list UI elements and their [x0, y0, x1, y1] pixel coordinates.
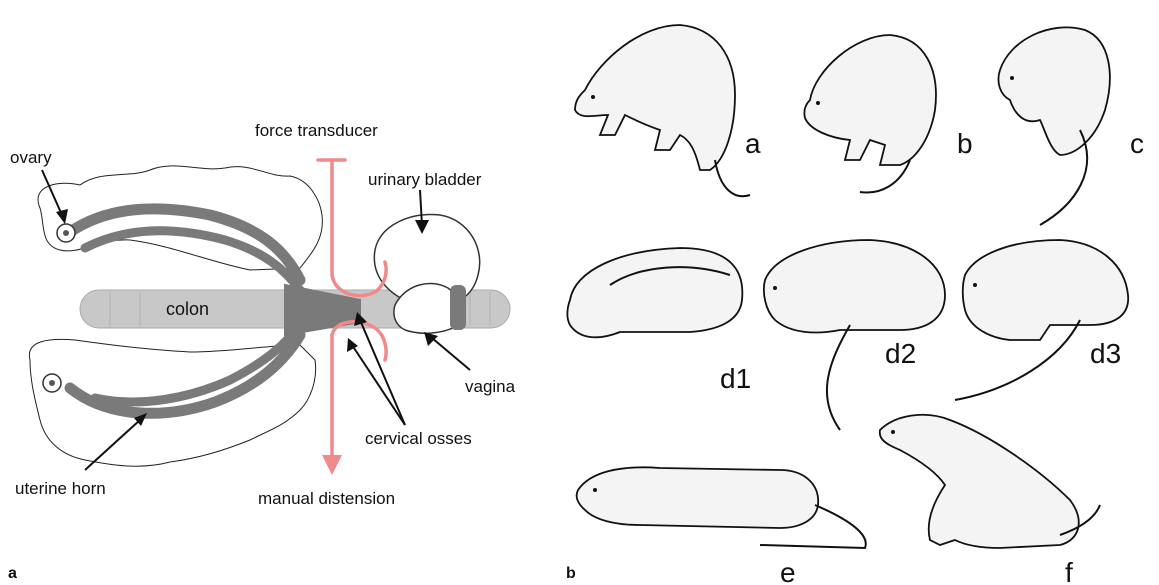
label-force-transducer: force transducer [255, 121, 378, 140]
ovary-top [57, 224, 75, 242]
ovary-bottom [43, 374, 61, 392]
rat-posture-c [998, 27, 1109, 225]
label-uterine-horn: uterine horn [15, 479, 106, 498]
posture-label-e: e [780, 557, 796, 585]
label-ovary: ovary [10, 148, 52, 167]
posture-label-b: b [957, 128, 973, 159]
panel-b: a b c d1 d2 d3 e f b [566, 25, 1144, 585]
rat-posture-e [577, 467, 866, 548]
posture-label-c: c [1130, 128, 1144, 159]
posture-label-d3: d3 [1090, 338, 1121, 369]
panel-label-b: b [566, 565, 576, 582]
rat-posture-d3 [955, 240, 1128, 400]
rat-posture-b [804, 35, 936, 193]
rat-posture-a [575, 25, 750, 196]
label-cervical-osses: cervical osses [365, 429, 472, 448]
rat-posture-f [880, 415, 1100, 548]
label-colon: colon [166, 299, 209, 319]
posture-label-f: f [1065, 557, 1073, 585]
panel-a: force transducer ovary urinary bladder c… [8, 121, 516, 582]
posture-label-d2: d2 [885, 338, 916, 369]
posture-label-a: a [745, 128, 761, 159]
rat-posture-d2 [764, 240, 945, 430]
posture-label-d1: d1 [720, 363, 751, 394]
label-vagina: vagina [465, 377, 516, 396]
label-manual-distension: manual distension [258, 489, 395, 508]
label-urinary-bladder: urinary bladder [368, 170, 482, 189]
panel-label-a: a [8, 565, 17, 582]
rat-posture-d1 [567, 248, 742, 337]
